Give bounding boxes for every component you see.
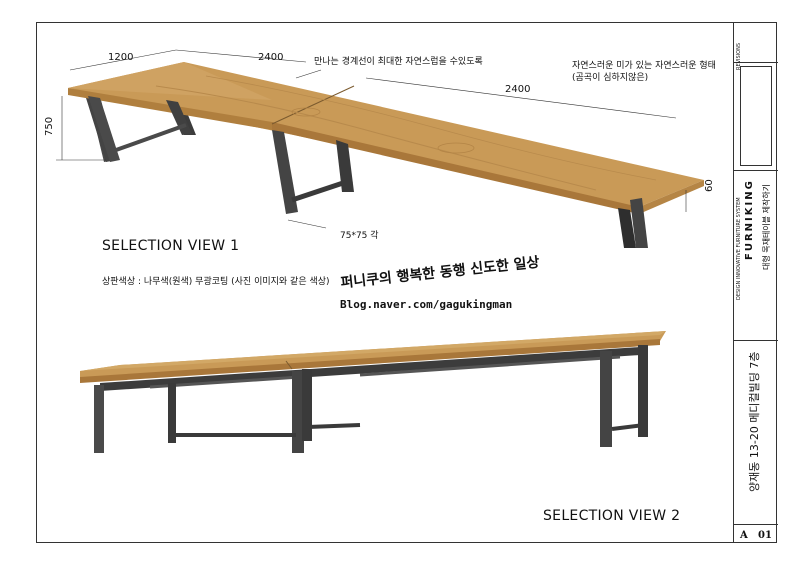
drawing-sheet	[36, 22, 777, 543]
project-address: 양재동 13-20 메디컬빌딩 7층	[748, 351, 761, 492]
leg-middle	[272, 130, 298, 214]
leg-b	[292, 371, 304, 453]
dimension-depth: 1200	[108, 52, 134, 63]
sheet-number: 01	[758, 530, 772, 541]
table-perspective-view-1	[56, 49, 704, 248]
leg-right	[618, 208, 636, 248]
dimension-thickness: 60	[704, 179, 715, 192]
dimension-height: 750	[44, 116, 55, 136]
dimension-length-left: 2400	[258, 52, 284, 63]
revisions-grid	[740, 66, 772, 166]
project-name: 대형 목재테이블 제작하기	[762, 183, 771, 270]
revisions-heading: REVISIONS	[736, 42, 742, 70]
view-2-label: SELECTION VIEW 2	[543, 508, 681, 524]
leg-c	[600, 351, 612, 447]
brand-subtitle: DESIGN INNOVATIVE FURNITURE SYSTEM	[736, 197, 742, 300]
edge-note-line1: 자연스러운 미가 있는 자연스러운 형태	[572, 61, 716, 71]
blog-watermark-url: Blog.naver.com/gagukingman	[340, 298, 513, 311]
tabletop-color-spec: 상판색상 : 나무색(원색) 무광코팅 (사진 이미지와 같은 색상)	[102, 277, 330, 287]
seam-note: 만나는 경계선이 최대한 자연스럽을 수있도록	[314, 57, 483, 67]
leg-a	[94, 385, 104, 453]
brand-logo: FURNIKING	[744, 179, 755, 260]
title-block	[733, 22, 778, 543]
tabletop-surface	[68, 62, 704, 207]
tabletop-edge	[272, 122, 639, 214]
dimension-length-right: 2400	[505, 84, 531, 95]
view-1-label: SELECTION VIEW 1	[102, 238, 240, 254]
table-perspective-view-2	[80, 331, 666, 453]
leg-size-note: 75*75 각	[340, 231, 379, 241]
seam-line	[271, 85, 355, 125]
edge-note-line2: (곰곡이 심하지않은)	[572, 73, 649, 83]
sheet-letter: A	[740, 530, 748, 541]
